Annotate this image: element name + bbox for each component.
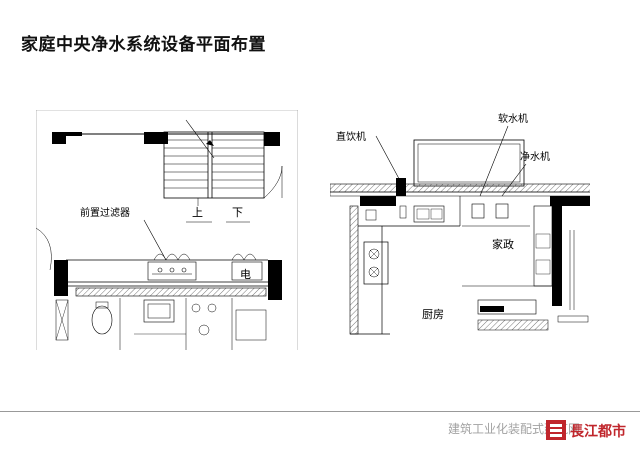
toilet-shape	[91, 305, 113, 335]
stove	[363, 241, 389, 285]
kitchen-counter	[358, 205, 460, 334]
brand-logo: 長江都市	[546, 420, 626, 440]
left-floor-plan-drawing: 上 下 前置过滤器 电	[36, 110, 298, 350]
wall-block	[264, 132, 280, 146]
laundry-label: 家政	[492, 237, 514, 251]
kitchen-label: 厨房	[422, 308, 444, 321]
right-floor-plan-drawing: 直饮机 软水机 净水机	[330, 112, 590, 335]
wall-block	[550, 196, 590, 206]
wall-block	[144, 132, 168, 144]
purifier-label: 净水机	[520, 150, 550, 163]
window-bay	[413, 139, 525, 187]
left-floor-plan: 上 下 前置过滤器 电	[36, 110, 298, 350]
counter-band	[66, 253, 268, 287]
hatched-wall	[330, 183, 590, 193]
hatched-wall	[349, 205, 359, 335]
softener-unit	[471, 203, 485, 219]
hatched-wall	[75, 287, 267, 297]
wall-block	[52, 132, 82, 136]
wall-block	[360, 196, 396, 206]
counter-char-label: 电	[240, 268, 251, 281]
stair-down-label: 下	[232, 206, 243, 219]
wall-block	[54, 260, 68, 296]
page-title: 家庭中央净水系统设备平面布置	[21, 35, 266, 55]
wall-block	[268, 260, 282, 300]
wall-block	[552, 196, 562, 306]
staircase	[163, 119, 265, 206]
sink	[413, 205, 445, 223]
stair-up-label: 上	[192, 206, 203, 219]
appliance-box	[477, 299, 537, 315]
wall-block	[396, 178, 406, 196]
footer-divider	[0, 411, 640, 412]
watermark: 建筑工业化装配式建筑网 長江都市	[428, 418, 634, 448]
right-floor-plan: 直饮机 软水机 净水机	[330, 110, 590, 340]
drinking-machine-label: 直饮机	[336, 130, 366, 143]
prefilter-unit	[147, 261, 197, 281]
bathroom-area	[55, 298, 267, 350]
prefilter-label: 前置过滤器	[80, 206, 130, 219]
purifier-unit	[495, 203, 509, 219]
logo-text: 長江都市	[570, 423, 626, 440]
softener-label: 软水机	[498, 112, 528, 125]
